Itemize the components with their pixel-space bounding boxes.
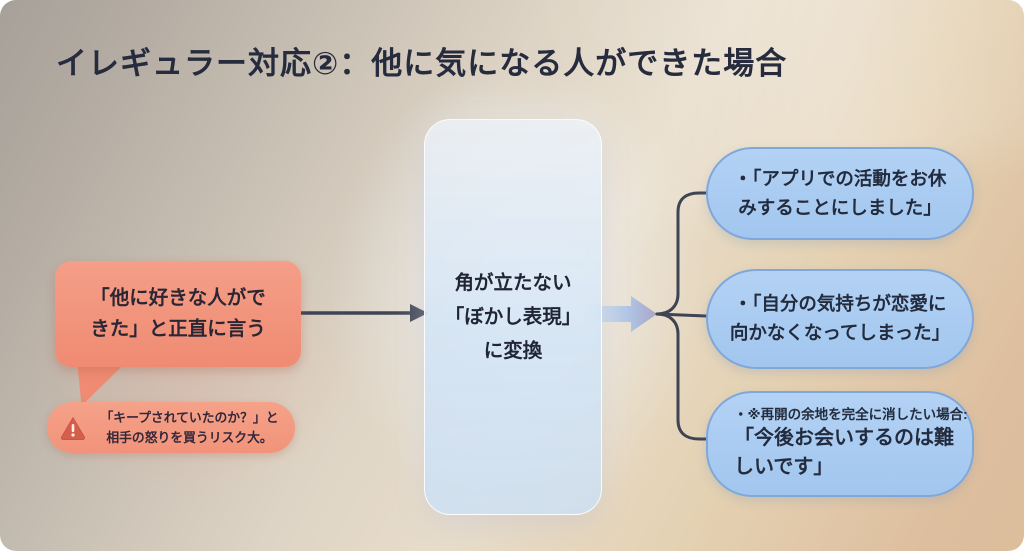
risk-warning-line: 相手の怒りを買うリスク大。 [106,429,273,445]
option-bubble-pause-app: ・「アプリでの活動をお休 みすることにしました」 [706,147,974,240]
transform-panel-line: 角が立たない [454,271,572,294]
honest-statement-line: 「他に好きな人がで [90,286,266,309]
transform-panel: 角が立たない 「ぼかし表現」 に変換 [424,119,602,515]
option-bubble-line: ・「自分の気持ちが恋愛に [733,293,947,315]
transform-panel-line: 「ぼかし表現」 [444,305,582,328]
option-bubble-line: 向かなくなってしまった」 [729,322,951,343]
warning-triangle-icon [61,416,85,440]
risk-warning-text: 「キープされていたのか？」と 相手の怒りを買うリスク大。 [94,408,285,446]
honest-statement-line: きた」と正直に言う [90,318,266,340]
risk-warning-line: 「キープされていたのか？」と [100,410,279,426]
fork-connectors [655,191,708,441]
option-bubble-line: しいです」 [734,456,834,479]
option-bubble-lost-feelings: ・「自分の気持ちが恋愛に 向かなくなってしまった」 [706,269,974,369]
fork-connector-bottom [655,312,708,441]
risk-warning-pill: 「キープされていたのか？」と 相手の怒りを買うリスク大。 [47,402,295,453]
option-bubble-final-refusal: ・※再開の余地を完全に消したい場合: 「今後お会いするのは難 しいです」 [706,391,974,497]
transform-panel-line: に変換 [483,340,543,363]
page-title: イレギュラー対応②：他に気になる人ができた場合 [56,46,788,81]
honest-statement-bubble: 「他に好きな人がで きた」と正直に言う [55,261,301,367]
fork-connector-middle [655,312,708,318]
arrow-left-to-panel [301,304,428,322]
option-bubble-line: みすることにしました」 [738,196,942,218]
option-bubble-line: 「今後お会いするのは難 [734,427,954,450]
option-bubble-note: ・※再開の余地を完全に消したい場合: [734,406,968,422]
option-bubble-line: ・「アプリでの活動をお休 [733,167,947,189]
fork-connector-top [655,191,708,316]
